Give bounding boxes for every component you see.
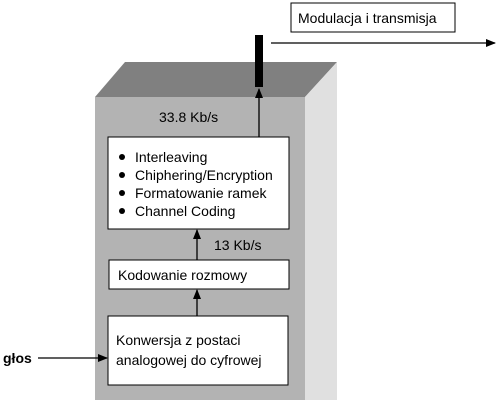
rate-after-processing: 33.8 Kb/s [159, 109, 218, 125]
housing-top-face [95, 62, 337, 97]
input-label: głos [3, 350, 32, 366]
conversion-label-line2: analogowej do cyfrowej [116, 352, 262, 368]
conversion-box [107, 315, 289, 386]
antenna-bar [255, 35, 263, 87]
list-bullet [119, 172, 125, 178]
list-item: Chiphering/Encryption [135, 167, 273, 183]
list-bullet [119, 154, 125, 160]
speech-coding-box [108, 259, 290, 290]
processing-list: Interleaving Chiphering/Encryption Forma… [119, 149, 273, 219]
speech-coding-label: Kodowanie rozmowy [118, 267, 247, 283]
list-item: Formatowanie ramek [135, 185, 267, 201]
list-item: Channel Coding [135, 203, 235, 219]
list-bullet [119, 208, 125, 214]
list-item: Interleaving [135, 149, 207, 165]
modulation-box [290, 2, 456, 33]
housing-side-face [305, 62, 337, 400]
list-bullet [119, 190, 125, 196]
rate-after-coding: 13 Kb/s [214, 237, 261, 253]
modulation-label: Modulacja i transmisja [298, 10, 437, 26]
conversion-label-line1: Konwersja z postaci [116, 332, 241, 348]
